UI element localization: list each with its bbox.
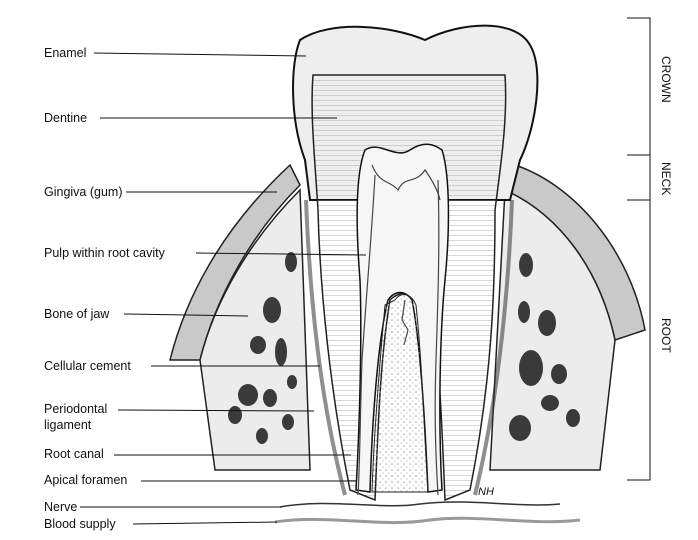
artist-signature: NH [478, 486, 494, 498]
label-root-canal: Root canal [44, 447, 104, 461]
region-bracket [627, 18, 650, 480]
label-cement: Cellular cement [44, 359, 131, 373]
label-gingiva: Gingiva (gum) [44, 185, 123, 199]
nerve-line [280, 502, 560, 507]
label-dentine: Dentine [44, 111, 87, 125]
label-pulp: Pulp within root cavity [44, 246, 166, 260]
region-crown: CROWN [659, 56, 673, 103]
label-bone: Bone of jaw [44, 307, 110, 321]
label-apical-foramen: Apical foramen [44, 473, 127, 487]
label-periodontal-2: ligament [44, 418, 92, 432]
label-enamel: Enamel [44, 46, 86, 60]
label-blood-supply: Blood supply [44, 517, 116, 531]
blood-supply-line [275, 518, 580, 522]
label-periodontal-1: Periodontal [44, 402, 107, 416]
label-nerve: Nerve [44, 500, 77, 514]
region-neck: NECK [659, 162, 673, 195]
region-root: ROOT [659, 318, 673, 353]
